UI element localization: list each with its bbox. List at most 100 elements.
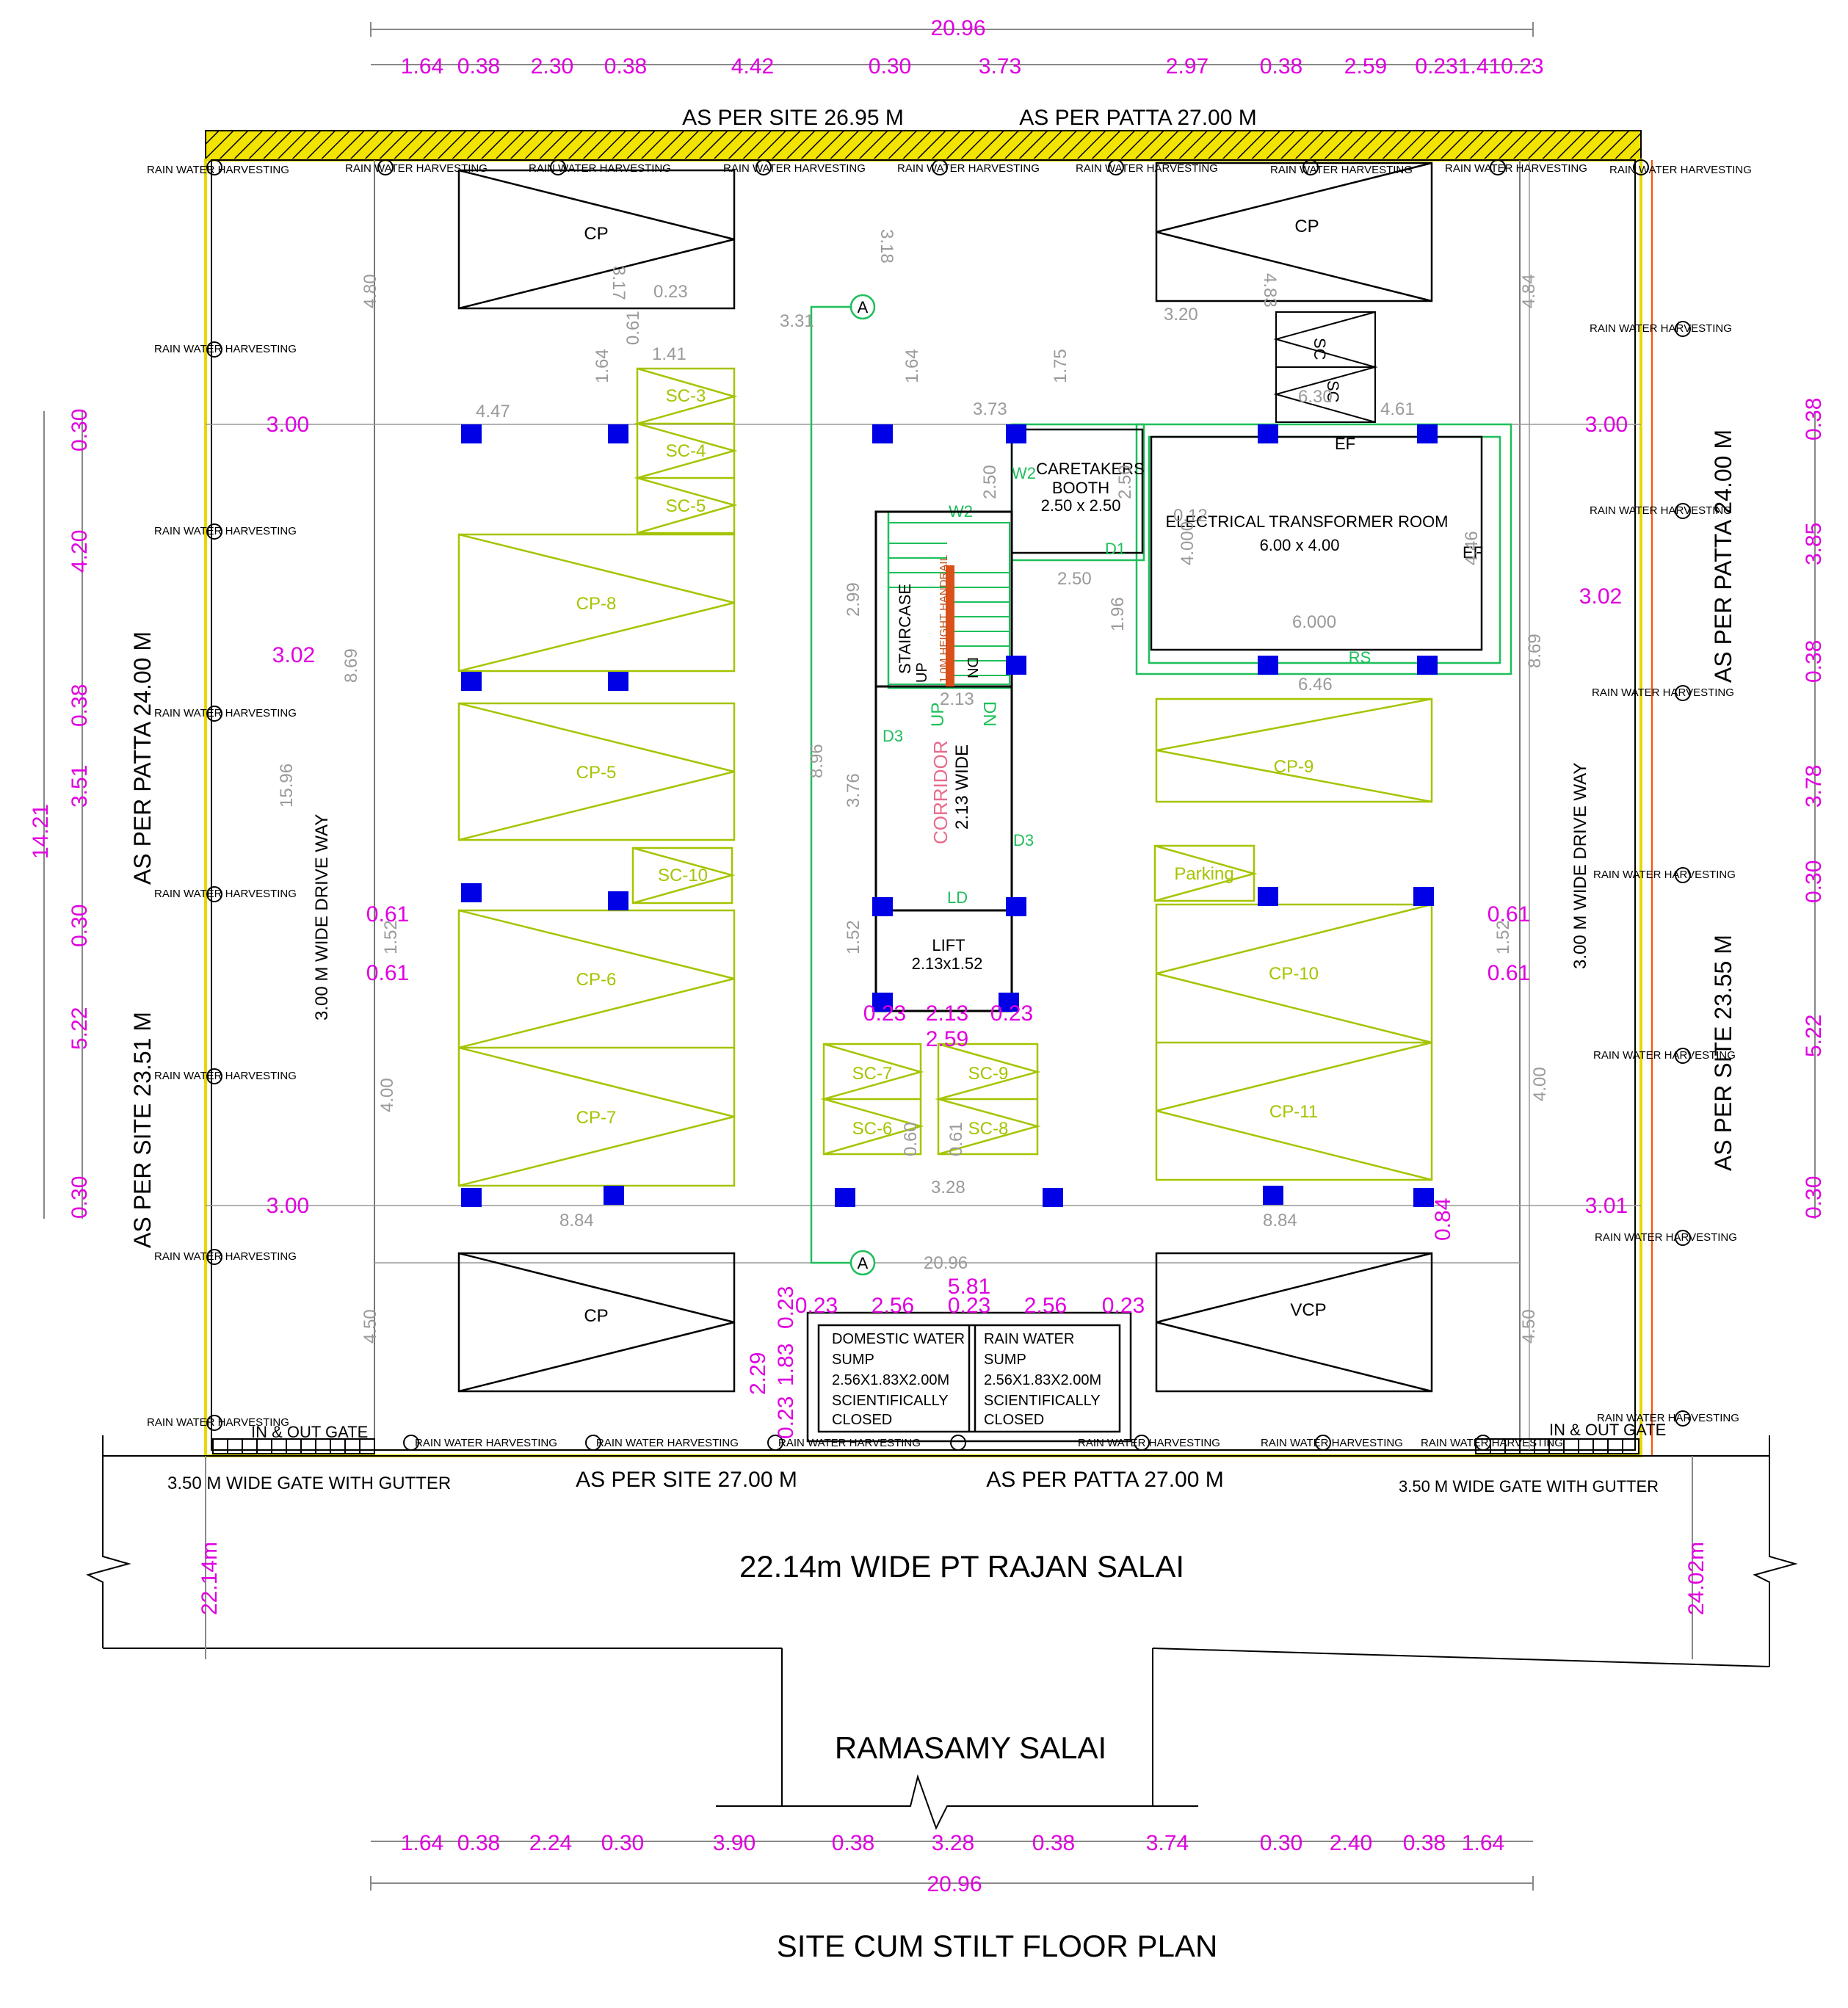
sc-box-label-1: SC: [1311, 338, 1329, 360]
dim-581: 5.81: [948, 1275, 990, 1299]
top-segment-dims: 1.64 0.38 2.30 0.38 4.42 0.30 3.73 2.97 …: [401, 54, 1544, 79]
bottom-patta-label: AS PER PATTA 27.00 M: [986, 1468, 1223, 1492]
booth-room: [1010, 428, 1144, 554]
left-site-label: AS PER SITE 23.51 M: [129, 1012, 156, 1248]
gdim-373: 3.73: [973, 399, 1007, 419]
sc10-label: SC-10: [658, 866, 708, 885]
dim-084: 0.84: [1431, 1198, 1455, 1241]
transformer-room: [1150, 435, 1483, 651]
top-seg-5: 4.42: [731, 54, 774, 79]
dim-061-l2: 0.61: [366, 961, 409, 985]
bottom-dimension-lines: [370, 1841, 1534, 1891]
gdim-461: 4.61: [1380, 399, 1415, 419]
main-road-label: 22.14m WIDE PT RAJAN SALAI: [739, 1549, 1184, 1584]
stair-dn-label: DN: [964, 657, 980, 678]
gdim-450-l: 4.50: [360, 1309, 380, 1344]
gdim-061b: 0.61: [946, 1122, 966, 1156]
top-seg-7: 3.73: [979, 54, 1021, 79]
rwh-label-2: RAIN WATER HARVESTING: [345, 162, 488, 175]
corridor-label: CORRIDOR: [930, 740, 952, 844]
vcp-label: VCP: [1290, 1300, 1326, 1320]
dim-061-r1: 0.61: [1488, 902, 1530, 927]
yg-bays: [457, 367, 1433, 1187]
left-seg-1: 0.30: [68, 409, 92, 452]
stair-up-label: UP: [914, 662, 930, 683]
top-seg-8: 2.97: [1166, 54, 1209, 79]
dim-259: 2.59: [926, 1027, 968, 1051]
rwh-label-15: RAIN WATER HARVESTING: [154, 1250, 297, 1263]
top-seg-6: 0.30: [869, 54, 911, 79]
rwh-label-17: RAIN WATER HARVESTING: [1590, 504, 1732, 517]
rwh-label-28: RAIN WATER HARVESTING: [1261, 1437, 1403, 1449]
core-outline: [874, 510, 1013, 1012]
rwh-label-11: RAIN WATER HARVESTING: [154, 525, 297, 537]
sc4-label: SC-4: [666, 441, 706, 461]
gate-right-label: IN & OUT GATE: [1549, 1421, 1666, 1439]
right-seg-5: 0.30: [1802, 860, 1826, 903]
gdim-446: 4.46: [1462, 531, 1482, 565]
gdim-646: 6.46: [1298, 675, 1333, 695]
gdim-250-v2: 2.50: [1115, 465, 1135, 499]
left-seg-dims: 0.30 4.20 0.38 3.51 0.30 5.22 0.30: [68, 409, 92, 1219]
gdim-400: 4.000: [1178, 521, 1197, 565]
gdim-141: 1.41: [652, 344, 686, 364]
up-arrow-label: UP: [928, 703, 948, 727]
dim-301-br: 3.01: [1585, 1194, 1628, 1218]
gdim-060: 0.60: [901, 1122, 921, 1156]
gdim-061: 0.61: [623, 311, 643, 345]
left-seg-2: 4.20: [68, 530, 92, 573]
dim-300-tr: 3.00: [1585, 413, 1628, 437]
top-seg-4: 0.38: [604, 54, 647, 79]
gdim-896: 8.96: [807, 744, 827, 778]
booth-size-label: 2.50 x 2.50: [1041, 496, 1121, 515]
transformer-size-label: 6.00 x 4.00: [1260, 536, 1340, 554]
gdim-483: 4.83: [1260, 273, 1280, 308]
gdim-213: 2.13: [940, 689, 974, 709]
gdim-196: 1.96: [1108, 597, 1128, 631]
rwh-label-27: RAIN WATER HARVESTING: [1078, 1437, 1220, 1449]
gate-right: [1475, 1438, 1639, 1454]
top-seg-11: 0.231.410.23: [1415, 54, 1543, 79]
gdim-331: 3.31: [780, 311, 814, 331]
sc5-label: SC-5: [666, 496, 706, 516]
rain-sump-line4: SCIENTIFICALLY: [984, 1393, 1101, 1409]
d3-label-left: D3: [883, 727, 903, 745]
handrail-label: 1.0M HEIGHT HANDRAIL: [938, 555, 950, 683]
cp-bottom-left-label: CP: [584, 1306, 608, 1326]
dim-023-s1: 0.23: [795, 1294, 838, 1318]
dim-061-l1: 0.61: [366, 902, 409, 927]
rwh-label-8: RAIN WATER HARVESTING: [1445, 162, 1587, 175]
grid-marker-a-bottom-label: A: [858, 1254, 869, 1272]
compound-wall-hatch: [205, 130, 1642, 161]
dim-061-r2: 0.61: [1488, 961, 1530, 985]
gdim-250-h: 2.50: [1057, 569, 1092, 589]
bottom-segment-dims: 1.64 0.38 2.24 0.30 3.90 0.38 3.28 0.38 …: [401, 1831, 1504, 1855]
gdim-600: 6.000: [1292, 612, 1336, 632]
stair-treads: [888, 522, 1010, 685]
rwh-label-14: RAIN WATER HARVESTING: [154, 1070, 297, 1082]
gate-right-desc: 3.50 M WIDE GATE WITH GUTTER: [1399, 1477, 1659, 1496]
gdim-175: 1.75: [1051, 349, 1070, 383]
transformer-label: ELECTRICAL TRANSFORMER ROOM: [1165, 512, 1448, 531]
rwh-label-4: RAIN WATER HARVESTING: [723, 162, 866, 175]
bot-seg-9: 3.74: [1146, 1831, 1189, 1855]
driveway-left-label: 3.00 M WIDE DRIVE WAY: [312, 814, 332, 1021]
domestic-sump-line5: CLOSED: [832, 1412, 892, 1428]
bot-seg-7: 3.28: [932, 1831, 974, 1855]
gdim-152-c: 1.52: [844, 920, 863, 954]
cp11-label: CP-11: [1269, 1102, 1318, 1122]
right-seg-4: 3.78: [1802, 765, 1826, 808]
grid-lines: [206, 424, 1641, 1264]
gdim-400-r: 4.00: [1530, 1067, 1550, 1101]
gdim-376: 3.76: [844, 773, 863, 808]
gdim-152-l: 1.52: [381, 920, 401, 954]
staircase-label: STAIRCASE: [896, 584, 914, 674]
gdim-320: 3.20: [1164, 305, 1198, 325]
dim-213-c: 2.13: [926, 1001, 968, 1026]
rwh-label-13: RAIN WATER HARVESTING: [154, 888, 297, 900]
road-left-width: 22.14m: [198, 1542, 222, 1615]
rwh-label-16: RAIN WATER HARVESTING: [1590, 322, 1732, 335]
top-site-label: AS PER SITE 26.95 M: [682, 106, 904, 130]
cp-top-left-label: CP: [584, 224, 608, 244]
